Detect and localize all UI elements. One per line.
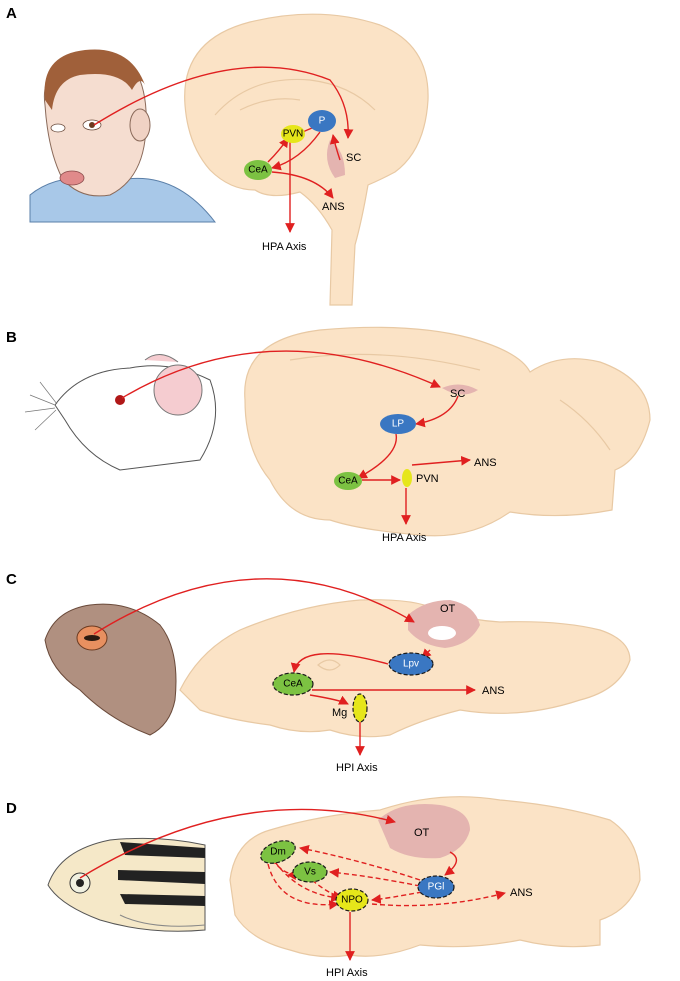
node-lpv	[388, 652, 434, 676]
arrow-to-ans-b	[411, 455, 471, 466]
panel-c: C Lpv CeA Mg OT ANS HPI Axis	[6, 571, 631, 774]
arrow-sc-to-p	[329, 134, 341, 161]
arrow-lp-to-cea-b	[357, 433, 398, 479]
node-cea-label: CeA	[248, 165, 268, 176]
label-ot-d: OT	[414, 827, 430, 839]
toad-illustration	[44, 603, 177, 736]
node-pgi-label: PGl	[428, 882, 445, 893]
node-pvn-b	[402, 469, 412, 487]
label-ot-c: OT	[440, 603, 456, 615]
node-mg	[352, 693, 368, 723]
arrow-eye-to-sc	[93, 66, 354, 139]
rat-illustration	[24, 354, 217, 471]
node-pvn	[281, 125, 305, 143]
panel-letter-a: A	[6, 5, 17, 22]
node-cea-c	[272, 672, 314, 696]
node-p-label: P	[319, 116, 326, 127]
panel-letter-c: C	[6, 571, 17, 588]
node-npo-label: NPO	[341, 895, 363, 906]
arrow-sc-to-lp-b	[415, 395, 459, 428]
node-p	[308, 110, 336, 132]
node-cea	[244, 160, 272, 180]
human-brain	[184, 13, 429, 306]
arrow-cea-to-ans	[271, 171, 334, 199]
node-lp	[380, 414, 416, 434]
arrow-lpv-to-cea-c	[290, 653, 389, 673]
node-lpv-label: Lpv	[403, 659, 419, 670]
node-cea-b-label: CeA	[338, 476, 358, 487]
node-vs	[292, 861, 328, 883]
node-pvn-label: PVN	[283, 129, 304, 140]
panel-d: D Dm Vs NPO PGl OT	[6, 796, 641, 979]
label-sc: SC	[346, 152, 361, 164]
node-dm-label: Dm	[270, 847, 286, 858]
panel-a: A P PVN CeA	[6, 5, 429, 306]
label-ans-d: ANS	[510, 887, 533, 899]
label-ans: ANS	[322, 201, 345, 213]
label-ans-b: ANS	[474, 457, 497, 469]
node-lp-label: LP	[392, 419, 405, 430]
arrow-npo-to-ans-d	[371, 890, 506, 907]
arrow-ot-to-pgi-d	[444, 851, 458, 876]
node-pvn-b-label: PVN	[416, 473, 439, 485]
label-sc-b: SC	[450, 388, 465, 400]
arrow-cea-to-mg-c	[309, 694, 349, 705]
label-axis: HPA Axis	[262, 241, 307, 253]
arrow-p-to-cea	[271, 131, 321, 171]
node-cea-b	[334, 472, 362, 490]
node-dm	[260, 840, 296, 864]
arrow-pgi-to-npo-d	[371, 891, 423, 904]
label-ans-c: ANS	[482, 685, 505, 697]
rat-brain	[244, 326, 651, 537]
arrow-eye-to-sc-b	[121, 350, 441, 399]
panel-letter-d: D	[6, 800, 17, 817]
panel-b: B LP CeA PVN SC ANS HPA Axis	[6, 326, 651, 544]
human-illustration	[29, 49, 217, 223]
label-axis-b: HPA Axis	[382, 532, 427, 544]
label-axis-d: HPI Axis	[326, 967, 368, 979]
node-pgi	[417, 875, 455, 899]
arrow-dm-to-npo2-d	[267, 863, 339, 910]
panel-letter-b: B	[6, 329, 17, 346]
arrow-eye-to-ot-c	[93, 578, 415, 635]
zebrafish-illustration	[47, 837, 206, 932]
node-mg-label: Mg	[332, 707, 347, 719]
arrow-pgi-to-vs-d	[329, 868, 421, 887]
node-vs-label: Vs	[304, 867, 316, 878]
label-axis-c: HPI Axis	[336, 762, 378, 774]
node-npo	[335, 888, 369, 912]
arrow-eye-to-ot-d	[79, 808, 396, 879]
node-cea-c-label: CeA	[283, 679, 303, 690]
